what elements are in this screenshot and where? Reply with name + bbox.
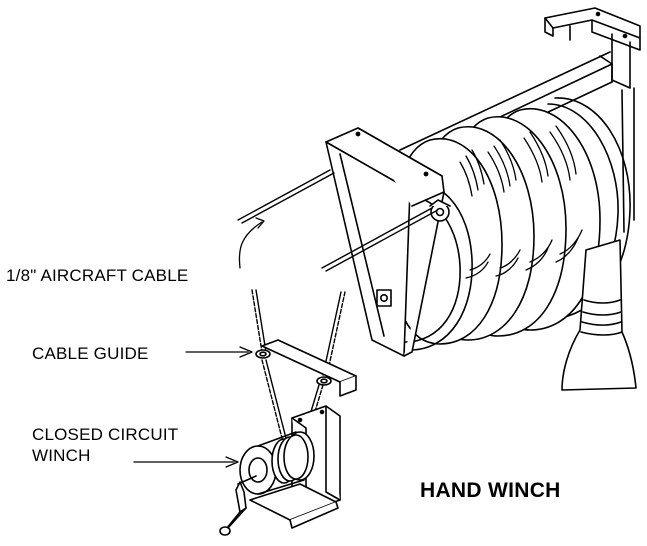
leader-lines <box>133 217 265 468</box>
aircraft-cable <box>237 169 437 449</box>
diagram-title: HAND WINCH <box>420 479 561 502</box>
closed-circuit-winch-label-line1: CLOSED CIRCUIT <box>32 425 179 444</box>
coiled-hose <box>391 107 601 345</box>
closed-circuit-winch-label-line2: WINCH <box>32 446 91 465</box>
cable-guide-bar <box>255 339 357 397</box>
ceiling-mount-bracket <box>544 7 641 233</box>
cable-guide-label: CABLE GUIDE <box>32 344 149 363</box>
closed-circuit-winch <box>219 405 341 536</box>
triangular-bracket <box>325 127 445 357</box>
pulley <box>429 199 451 222</box>
aircraft-cable-label: 1/8" AIRCRAFT CABLE <box>6 266 189 285</box>
hose-corrugation-marks <box>459 125 583 279</box>
hanging-hose-nozzle <box>561 239 637 391</box>
